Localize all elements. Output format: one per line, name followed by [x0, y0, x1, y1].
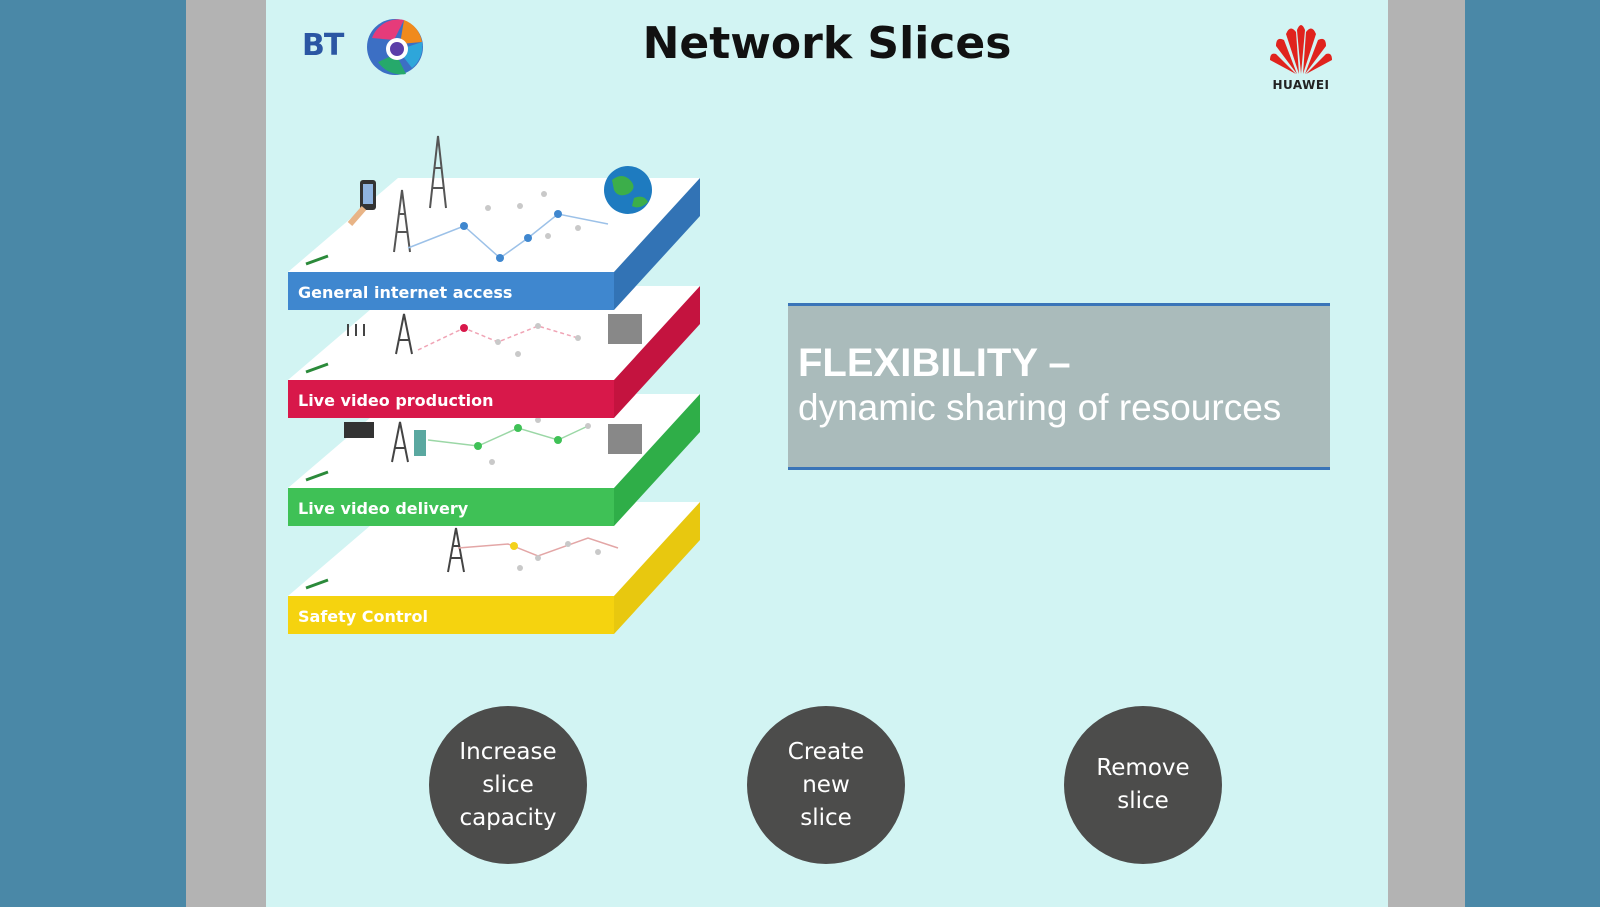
huawei-logo: HUAWEI — [1256, 18, 1346, 98]
slide: BT Network Slices HUAWEI — [266, 0, 1388, 907]
cell-tower-icon — [393, 135, 447, 253]
bt-globe-icon — [367, 19, 423, 75]
huawei-logo-text: HUAWEI — [1272, 78, 1330, 92]
network-slices-diagram: Safety Control Live video delivery — [288, 135, 700, 634]
slice-label-live-video-delivery: Live video delivery — [298, 499, 469, 518]
bt-logo-text: BT — [302, 28, 344, 63]
slice-general-internet-access: General internet access — [288, 135, 700, 310]
remove-slice-button[interactable]: Remove slice — [1064, 706, 1222, 864]
cell-tower-icon — [447, 527, 465, 573]
bt-logo: BT — [302, 14, 436, 80]
right-gray-bar — [1388, 0, 1465, 907]
huawei-petals-icon — [1270, 25, 1332, 75]
slice-label-live-video-production: Live video production — [298, 391, 494, 410]
slice-label-safety-control: Safety Control — [298, 607, 428, 626]
earth-globe-icon — [604, 166, 652, 214]
flexibility-callout: FLEXIBILITY – dynamic sharing of resourc… — [788, 303, 1330, 470]
slice-label-general-internet-access: General internet access — [298, 283, 512, 302]
page-title: Network Slices — [642, 18, 1012, 69]
left-gray-bar — [186, 0, 266, 907]
callout-subheading: dynamic sharing of resources — [798, 387, 1282, 428]
increase-slice-capacity-button[interactable]: Increase slice capacity — [429, 706, 587, 864]
callout-heading: FLEXIBILITY – — [798, 341, 1071, 385]
smartphone-icon — [347, 180, 376, 226]
create-new-slice-button[interactable]: Create new slice — [747, 706, 905, 864]
